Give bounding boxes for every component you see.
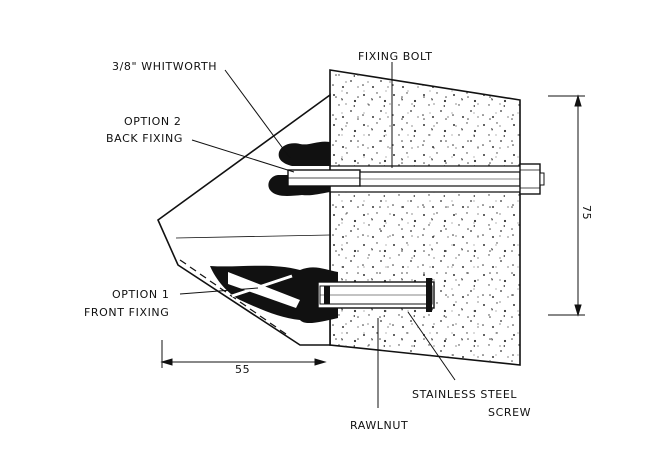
label-option2-line2: BACK FIXING — [106, 132, 183, 145]
dimension-55 — [160, 340, 327, 368]
dimension-height-label: 75 — [580, 205, 593, 220]
label-option1-line2: FRONT FIXING — [84, 306, 169, 319]
label-stainless-line2: SCREW — [488, 406, 531, 419]
label-option2-line1: OPTION 2 — [124, 115, 181, 128]
concrete-wall — [329, 69, 521, 366]
dimension-75 — [548, 94, 585, 317]
fixing-bolt — [359, 163, 545, 195]
leader-lines — [179, 62, 456, 408]
labels: 3/8" WHITWORTH FIXING BOLT OPTION 2 BACK… — [84, 50, 593, 432]
front-fixing-assembly — [210, 265, 435, 324]
label-option1-line1: OPTION 1 — [112, 288, 169, 301]
label-rawlnut: RAWLNUT — [350, 419, 408, 432]
label-fixing-bolt: FIXING BOLT — [358, 50, 433, 63]
label-stainless-line1: STAINLESS STEEL — [412, 388, 517, 401]
label-whitworth: 3/8" WHITWORTH — [112, 60, 217, 73]
dimension-width-label: 55 — [235, 363, 250, 376]
